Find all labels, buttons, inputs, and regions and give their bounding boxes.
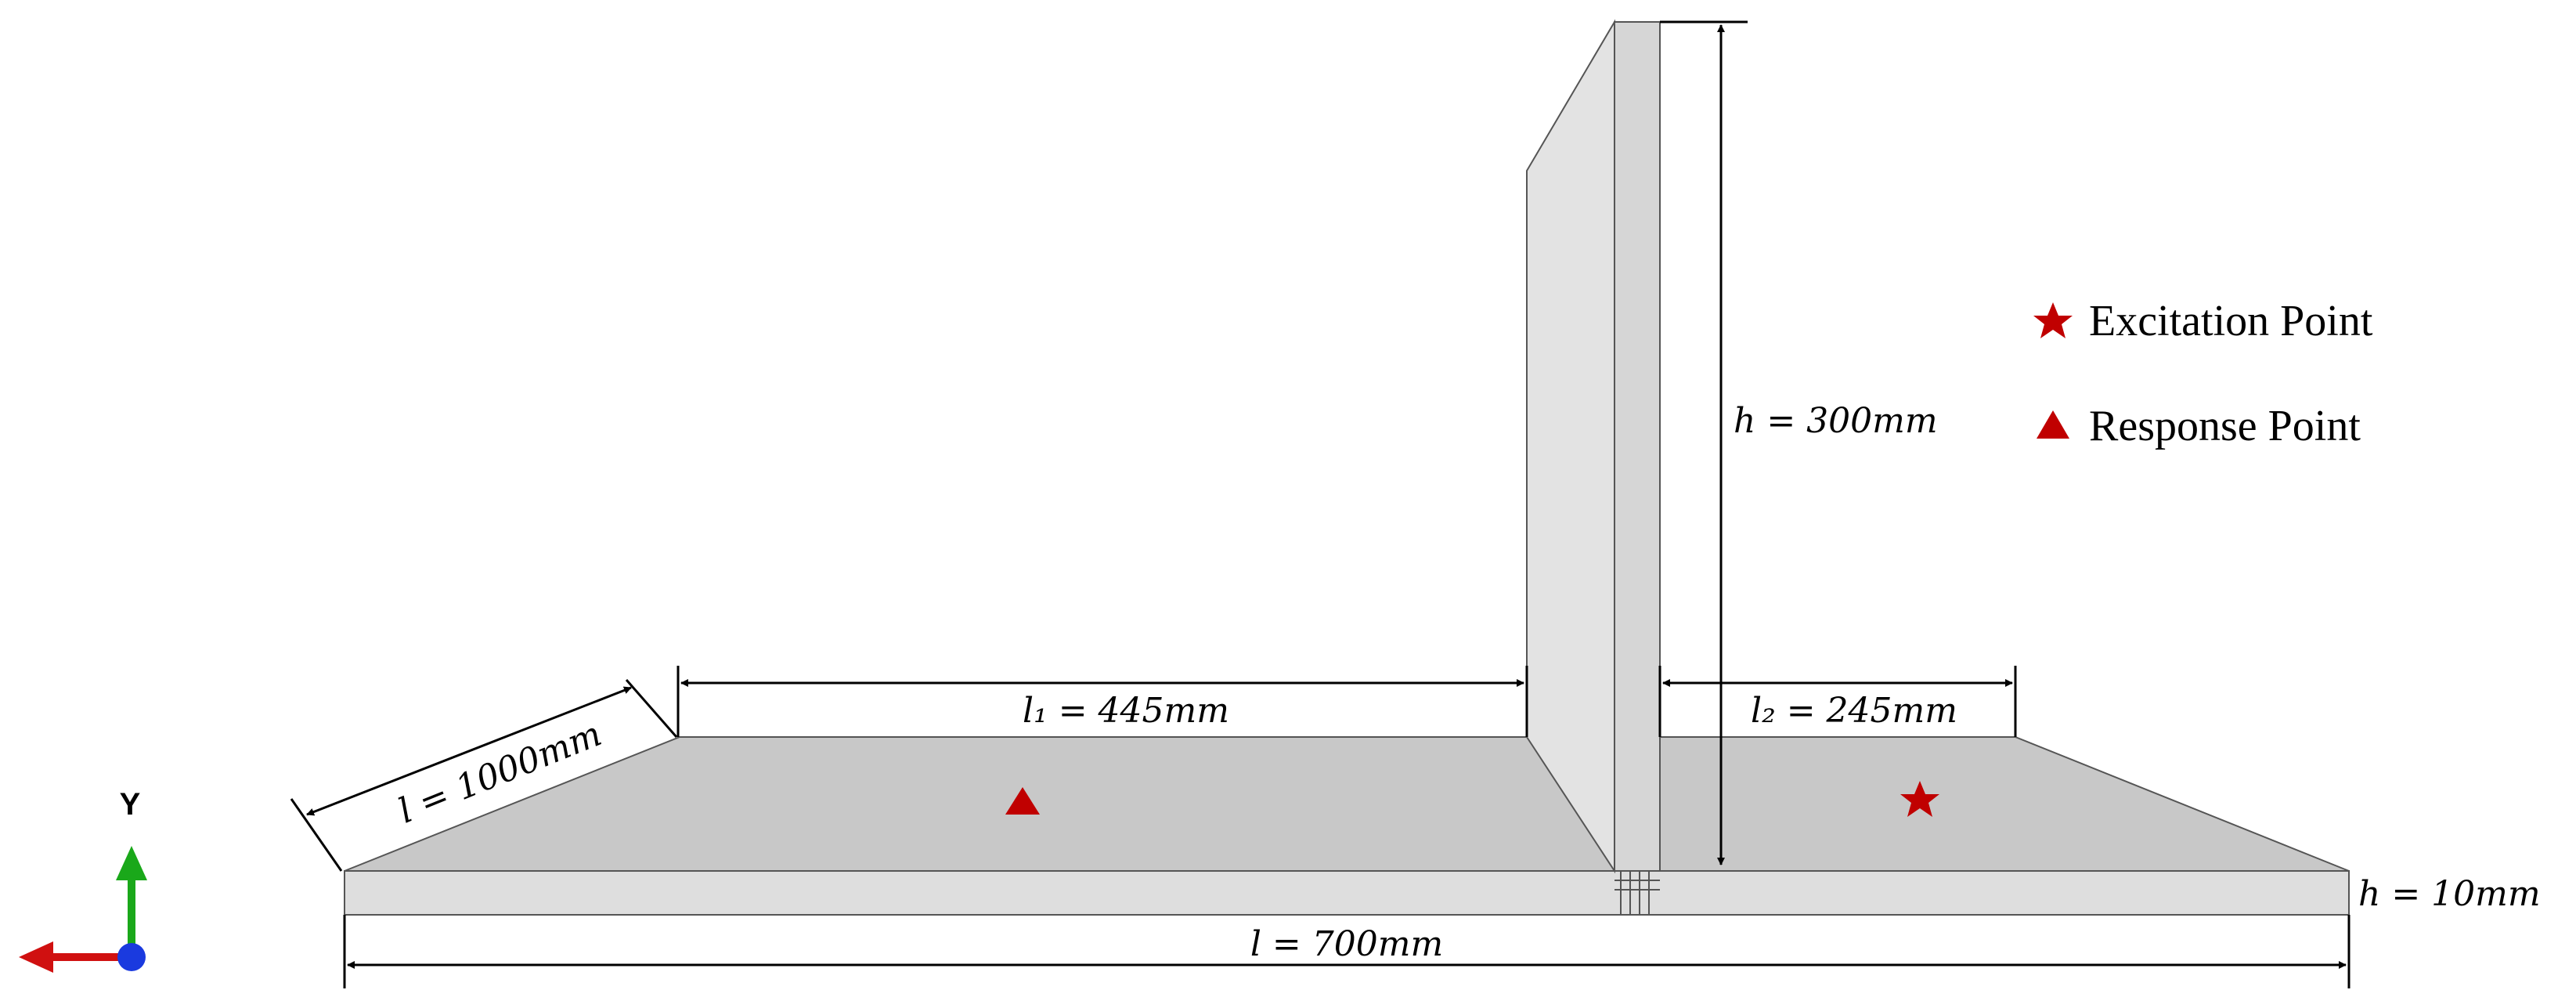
stiffener-front-face (1614, 21, 1661, 872)
axis-y-label: Y (120, 787, 141, 822)
dim-plate-length (343, 915, 2351, 988)
star-icon (2033, 302, 2073, 338)
legend: Excitation Point Response Point (2033, 297, 2373, 450)
response-point-marker (1005, 787, 1040, 815)
excitation-point-marker (1900, 781, 1939, 817)
triangle-icon (2037, 410, 2069, 439)
legend-response-label: Response Point (2089, 402, 2361, 450)
dim-l1 (676, 666, 1528, 737)
dim-plate-length-label: l = 700mm (1250, 924, 1443, 964)
dim-stiffener-height (1660, 20, 1748, 865)
plate-top-face (344, 736, 2350, 872)
axis-z-dot (117, 943, 146, 971)
stiffener (1526, 19, 1661, 915)
plate-front-edge (344, 870, 2350, 916)
axis-triad: Y (19, 787, 147, 973)
dim-plate-thickness-label: h = 10mm (2358, 874, 2541, 914)
stiffener-side-face (1526, 19, 1615, 874)
axis-y-arrowhead (116, 846, 147, 880)
dim-stiffener-height-label: h = 300mm (1734, 401, 1938, 441)
dim-plate-width (290, 679, 678, 872)
legend-excitation-label: Excitation Point (2089, 297, 2373, 345)
dim-l2-label: l₂ = 245mm (1751, 691, 1957, 731)
axis-x-arrowhead (19, 941, 53, 973)
dim-l1-label: l₁ = 445mm (1023, 691, 1229, 731)
base-plate (344, 736, 2350, 916)
weld-lines (1615, 871, 1660, 915)
